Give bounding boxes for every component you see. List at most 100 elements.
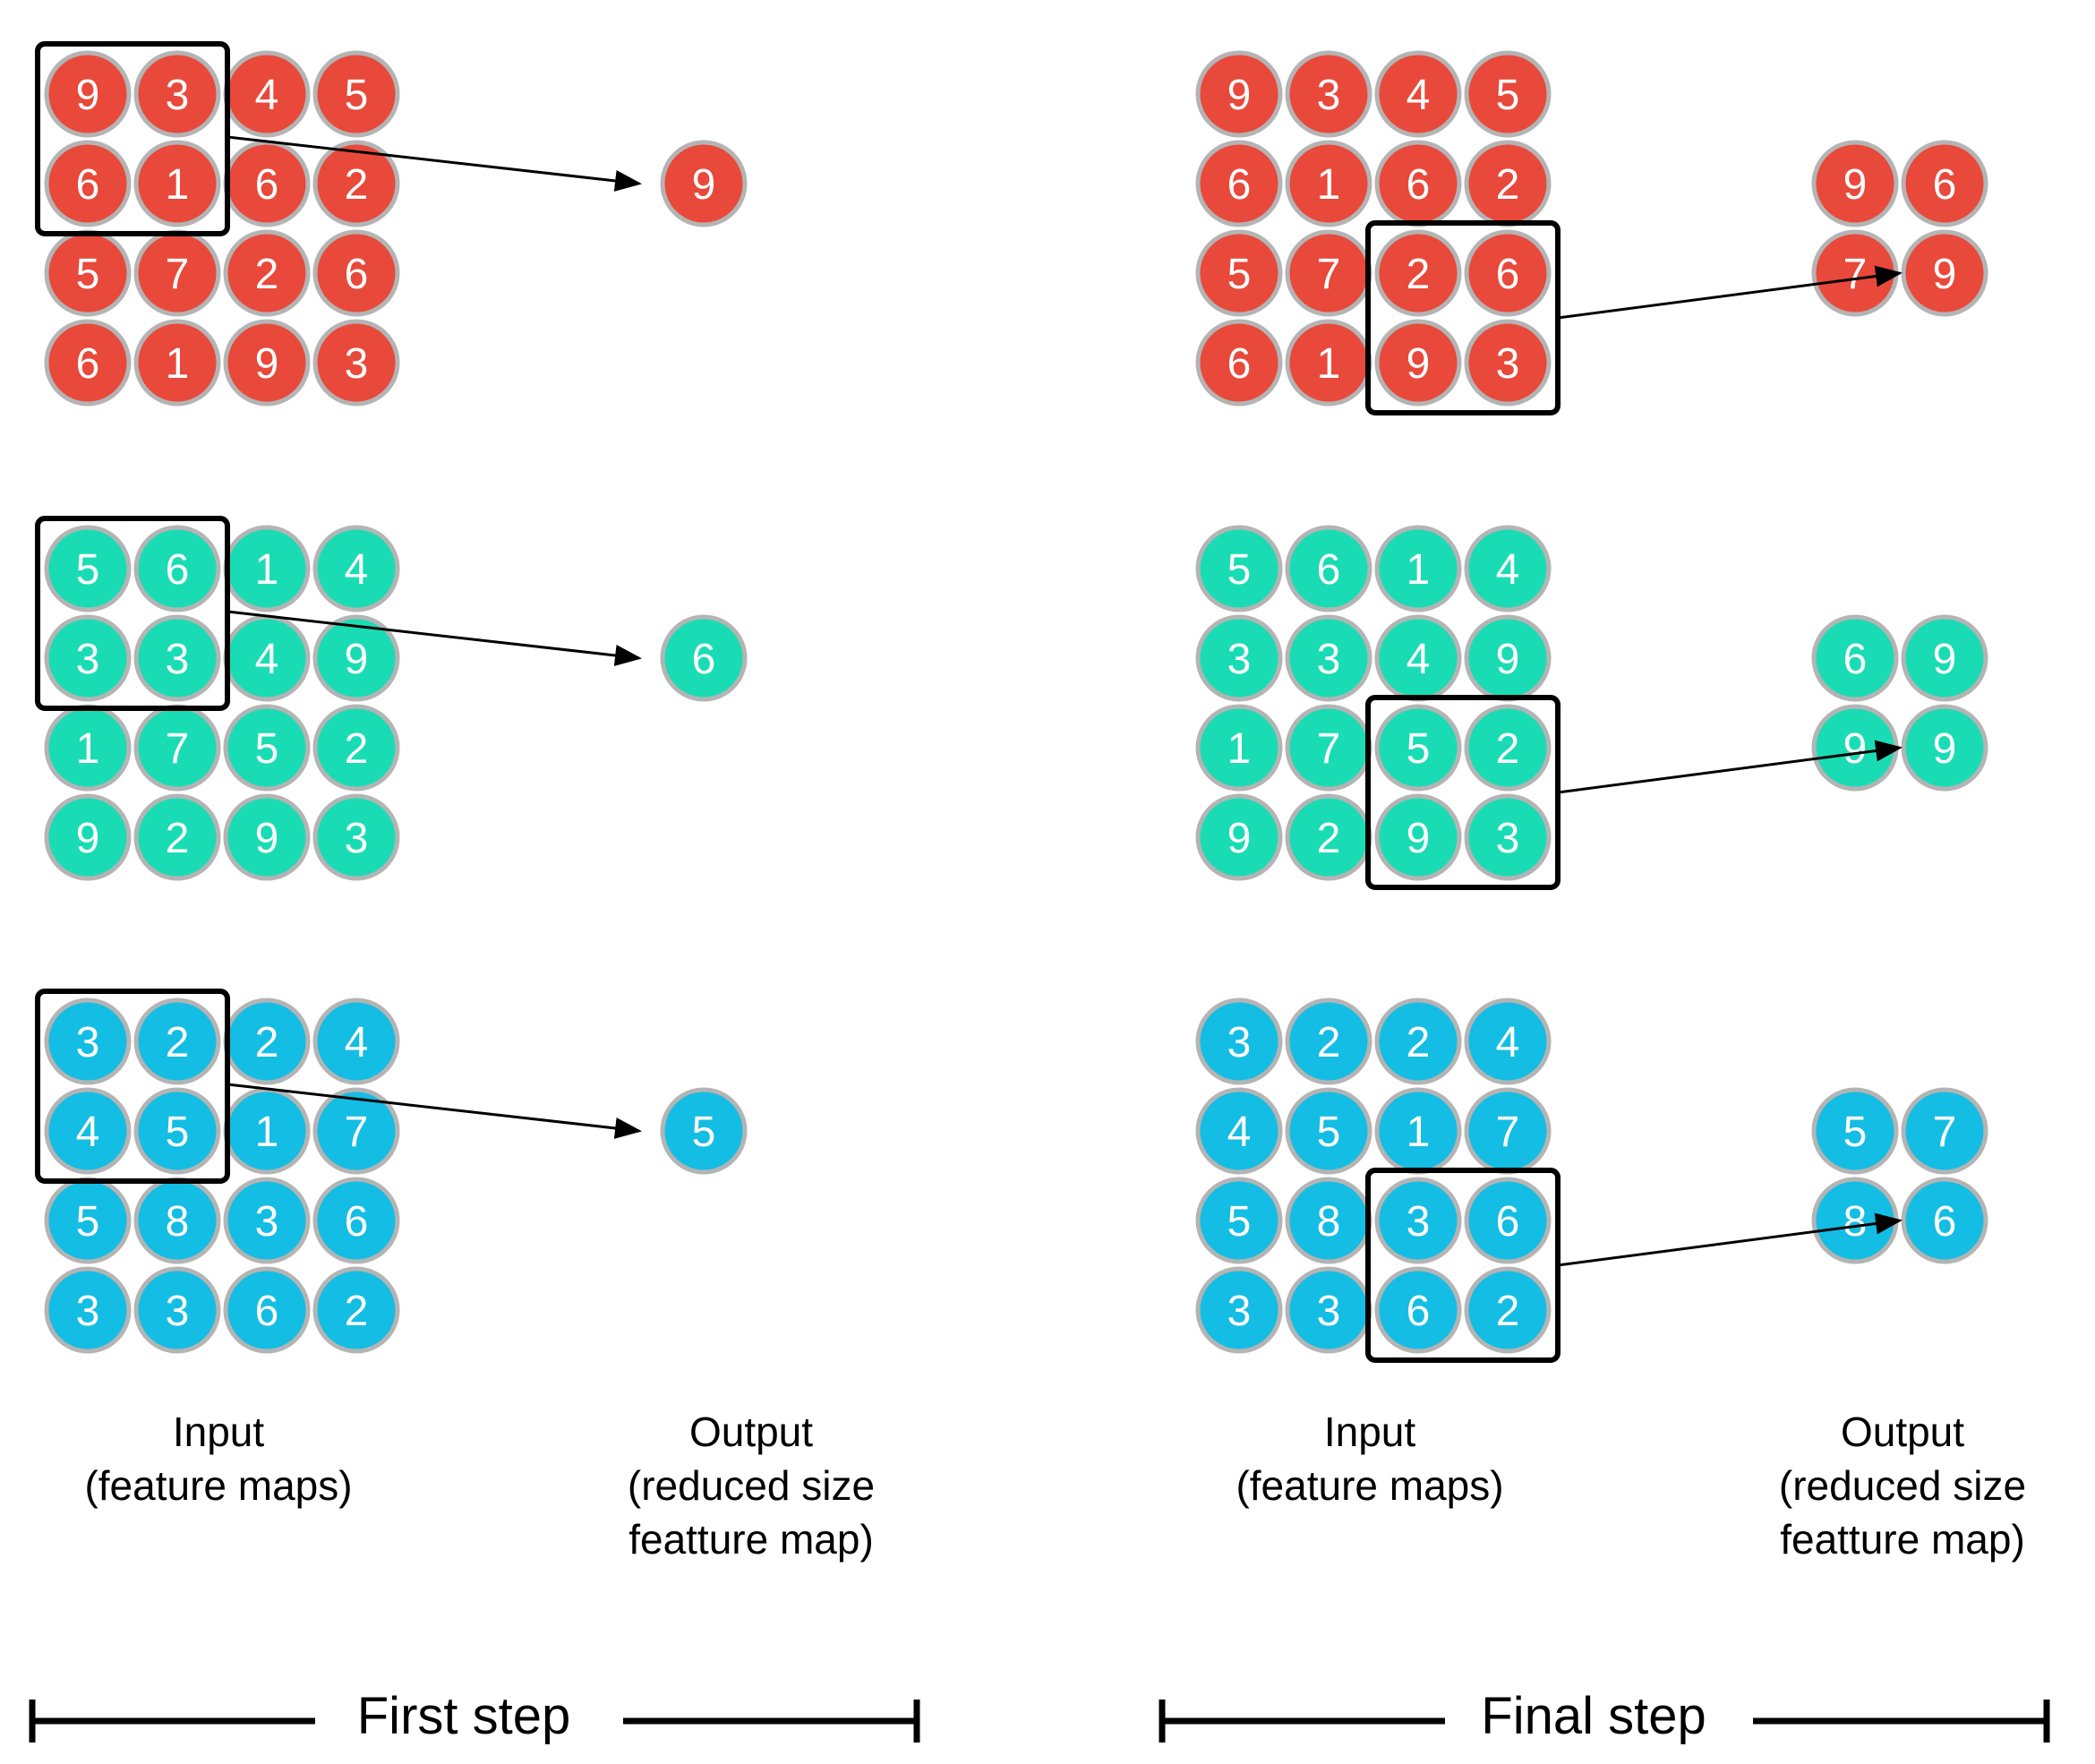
node-value: 9 [1496,636,1520,683]
final-step-input-label: Input (feature maps) [1236,1409,1503,1509]
node-value: 1 [76,725,100,773]
node-circle [223,1177,311,1264]
input-node: 3 [44,1266,132,1354]
output-node: 6 [1901,1177,1988,1264]
node-value: 8 [1843,1198,1868,1246]
node-value: 4 [1496,1019,1520,1066]
input-node: 6 [1374,1266,1462,1354]
node-circle [312,525,400,612]
pooling-window [35,41,230,236]
input-node: 6 [312,229,400,317]
node-circle [1195,1087,1283,1175]
input-node: 4 [1195,1087,1283,1175]
input-node: 3 [1285,1266,1372,1354]
node-circle [1285,614,1372,702]
node-circle [1464,229,1552,317]
node-circle [1464,319,1552,407]
node-value: 2 [255,251,279,298]
node-circle [133,614,221,702]
node-circle [1901,140,1988,227]
node-circle [1464,1266,1552,1354]
input-node: 6 [312,1177,400,1264]
node-circle [1901,704,1988,792]
node-circle [1195,50,1283,138]
node-value: 4 [345,546,369,594]
input-node: 3 [1195,1266,1283,1354]
node-value: 6 [1496,251,1520,298]
input-node: 8 [133,1177,221,1264]
node-value: 3 [166,1288,190,1335]
node-value: 2 [345,725,369,773]
output-node: 5 [660,1087,748,1175]
node-value: 9 [1407,815,1431,862]
node-circle [1464,998,1552,1085]
input-node: 7 [1285,229,1372,317]
node-value: 3 [1317,1288,1341,1335]
node-value: 3 [1317,636,1341,683]
node-value: 3 [76,1019,100,1066]
output-node: 9 [1811,140,1899,227]
node-circle [660,140,748,227]
input-node: 2 [223,998,311,1085]
node-circle [312,793,400,881]
node-value: 2 [255,1019,279,1066]
input-label-title: Input [1324,1409,1416,1455]
input-node: 1 [1285,319,1372,407]
node-value: 5 [255,725,279,773]
node-value: 9 [1933,725,1957,773]
node-value: 1 [166,161,190,209]
output-node: 9 [1811,704,1899,792]
node-value: 2 [345,1288,369,1335]
node-value: 9 [255,340,279,388]
node-circle [1285,140,1372,227]
input-node: 5 [312,50,400,138]
final-step-label: Final step [1481,1687,1706,1745]
input-node: 2 [1464,1266,1552,1354]
node-value: 1 [255,546,279,594]
input-node: 1 [133,319,221,407]
node-value: 5 [1317,1109,1341,1156]
node-circle [133,525,221,612]
output-node: 7 [1811,229,1899,317]
node-circle [1285,50,1372,138]
input-node: 1 [1374,1087,1462,1175]
input-node: 7 [312,1087,400,1175]
node-value: 7 [1933,1109,1957,1156]
node-circle [1374,50,1462,138]
node-value: 6 [255,1288,279,1335]
node-value: 1 [255,1109,279,1156]
node-value: 9 [1843,161,1868,209]
pooling-arrow [227,610,642,666]
node-circle [312,1177,400,1264]
node-value: 9 [1227,815,1252,862]
input-node: 1 [1374,525,1462,612]
input-node: 5 [44,229,132,317]
first-step-input-label: Input (feature maps) [84,1409,352,1509]
node-circle [312,50,400,138]
input-node: 3 [1374,1177,1462,1264]
output-node: 5 [1811,1087,1899,1175]
input-node: 2 [312,704,400,792]
input-node: 9 [44,793,132,881]
input-node: 5 [223,704,311,792]
node-value: 3 [255,1198,279,1246]
pooling-arrow [1557,265,1903,320]
pooling-window [35,989,230,1184]
input-label-subtitle: (feature maps) [84,1462,352,1509]
node-value: 5 [76,546,100,594]
node-value: 7 [166,725,190,773]
input-node: 1 [223,1087,311,1175]
node-value: 3 [76,1288,100,1335]
node-value: 4 [345,1019,369,1066]
node-circle [1811,140,1899,227]
node-circle [1374,704,1462,792]
output-node: 8 [1811,1177,1899,1264]
node-value: 5 [692,1109,716,1156]
pooling-window [35,516,230,711]
